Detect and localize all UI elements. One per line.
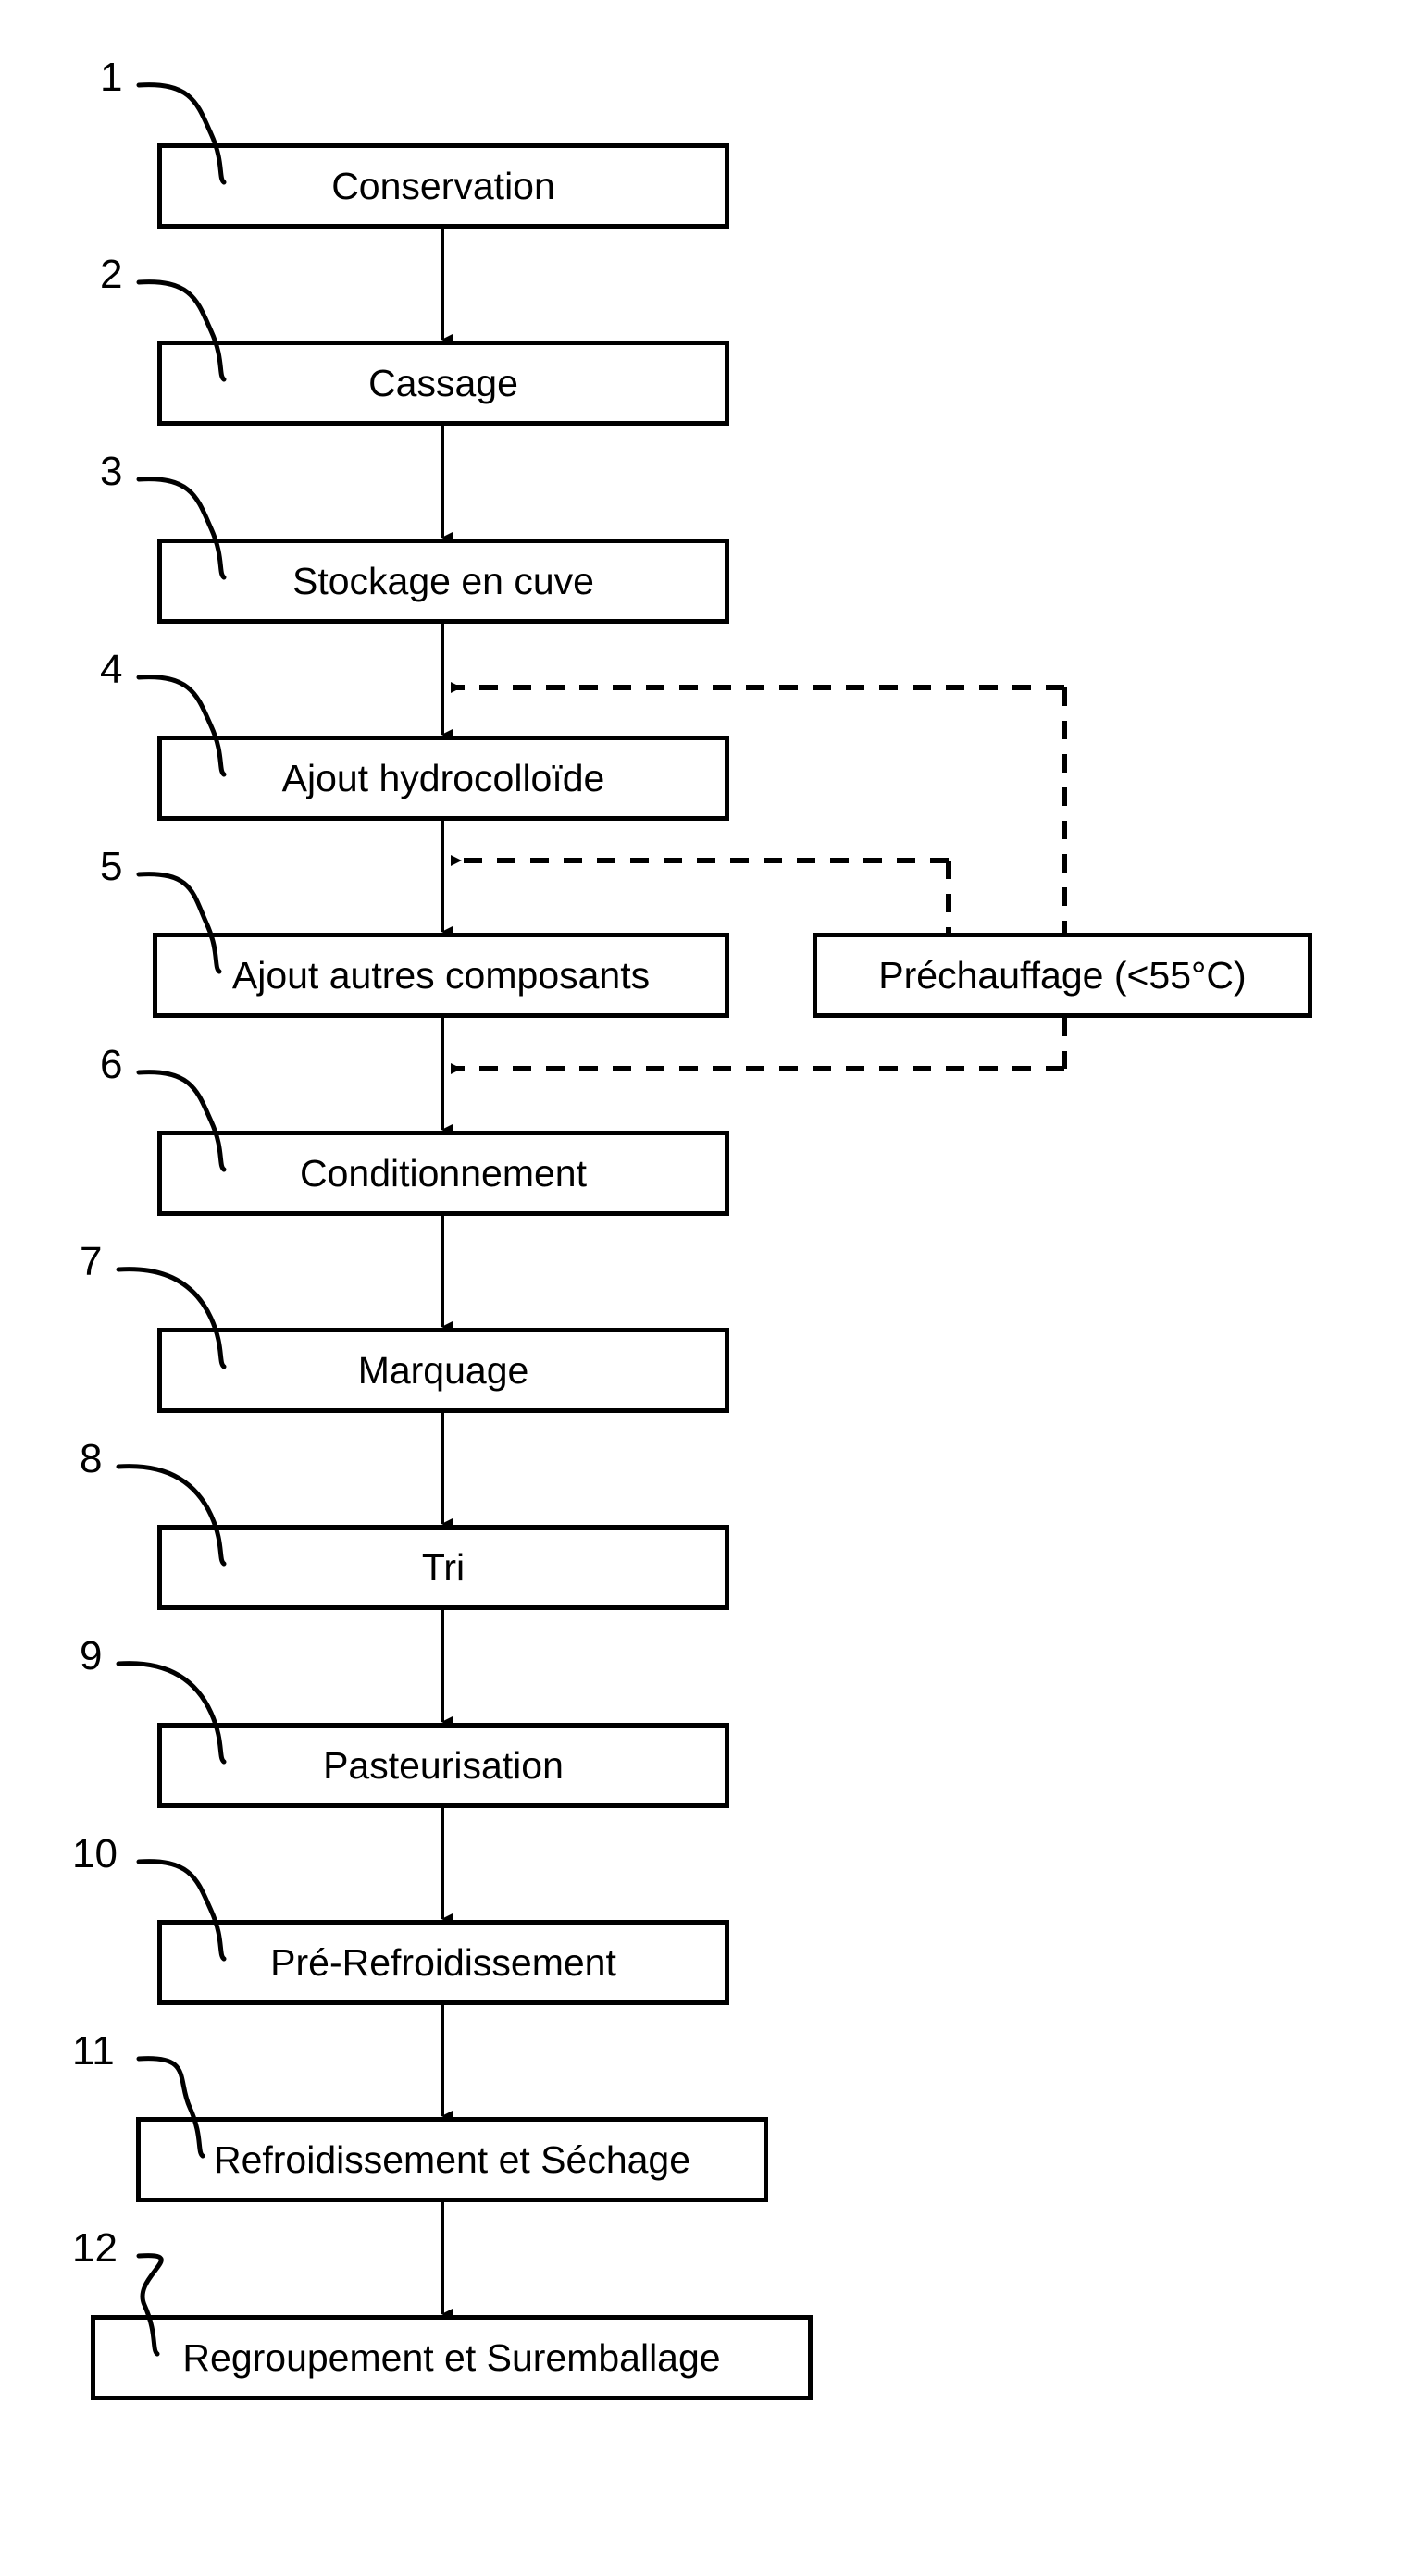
reference-leader-lines: [116, 82, 227, 2357]
reference-number-5: 5: [100, 844, 123, 889]
leader-line-8: [116, 1464, 227, 1567]
reference-number-3: 3: [100, 449, 123, 494]
reference-number-6: 6: [100, 1042, 123, 1087]
process-box-10[interactable]: [157, 1920, 729, 2005]
leader-line-2: [136, 279, 227, 382]
process-box-11[interactable]: [136, 2117, 768, 2202]
process-box-5[interactable]: [153, 933, 729, 1018]
leader-line-6: [136, 1070, 227, 1172]
reference-number-1: 1: [100, 55, 123, 100]
reference-number-2: 2: [100, 252, 123, 297]
leader-line-3: [136, 477, 227, 580]
process-box-outlines: [91, 143, 1312, 2400]
leader-line-7: [116, 1267, 227, 1369]
leader-line-4: [136, 675, 227, 777]
leader-line-12: [136, 2253, 164, 2357]
reference-number-11: 11: [72, 2028, 115, 2074]
leader-line-5: [136, 872, 222, 974]
dashed-return-prechauffage-to-conditionnement: [451, 1018, 1067, 1074]
process-box-7[interactable]: [157, 1328, 729, 1413]
reference-number-12: 12: [72, 2225, 118, 2271]
process-box-2[interactable]: [157, 341, 729, 426]
reference-number-8: 8: [80, 1436, 103, 1481]
process-box-4[interactable]: [157, 736, 729, 821]
reference-number-9: 9: [80, 1633, 103, 1678]
process-box-1[interactable]: [157, 143, 729, 229]
leader-line-11: [136, 2056, 205, 2159]
process-box-12[interactable]: [91, 2315, 813, 2400]
process-box-8[interactable]: [157, 1525, 729, 1610]
process-box-6[interactable]: [157, 1131, 729, 1216]
process-box-3[interactable]: [157, 539, 729, 624]
leader-line-9: [116, 1661, 227, 1765]
leader-line-1: [136, 82, 227, 185]
dashed-return-prechauffage-to-ajout-hydrocolloide: [451, 682, 1067, 933]
leader-line-10: [136, 1859, 227, 1962]
process-box-9[interactable]: [157, 1723, 729, 1808]
dashed-return-prechauffage-to-ajout-composants: [451, 855, 951, 933]
reference-number-4: 4: [100, 647, 123, 692]
reference-number-7: 7: [80, 1239, 103, 1284]
dashed-return-lines: [451, 682, 1067, 1074]
process-box-prechauffage[interactable]: [813, 933, 1312, 1018]
reference-number-10: 10: [72, 1831, 118, 1876]
